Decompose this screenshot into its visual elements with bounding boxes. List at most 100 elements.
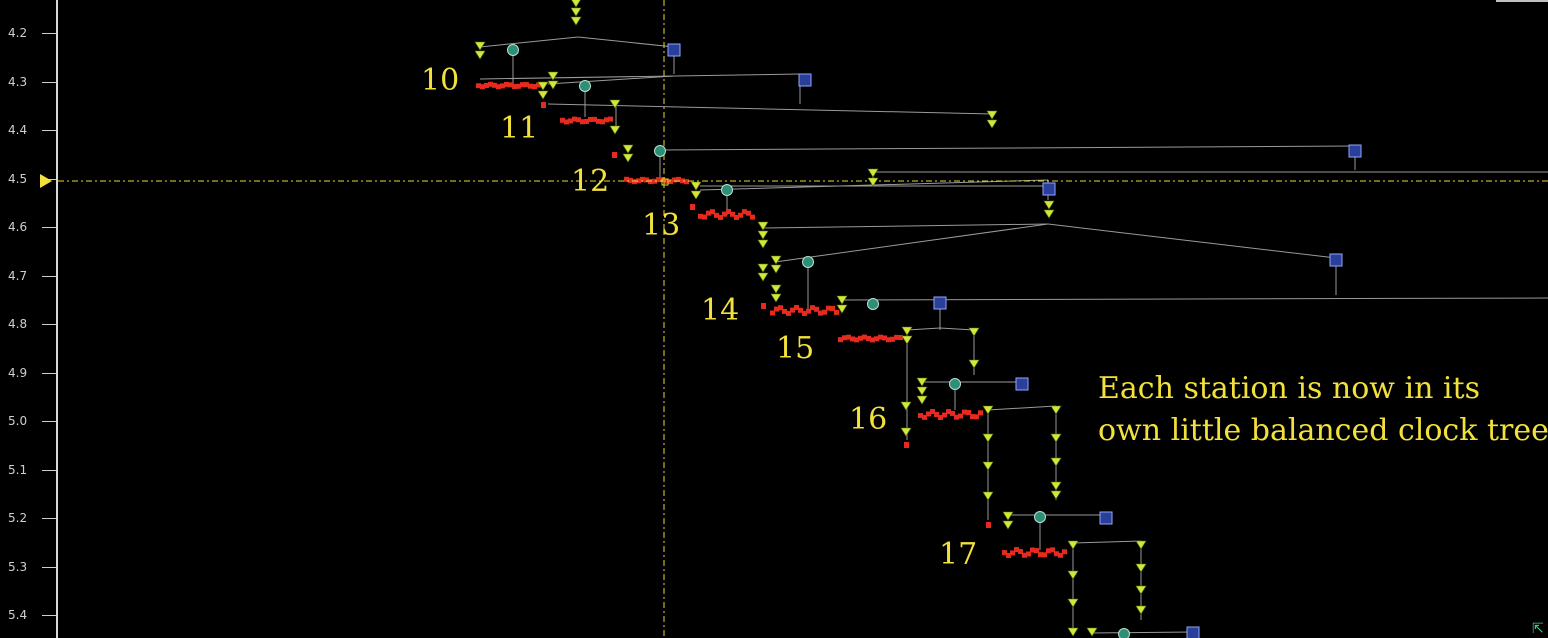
- flop-cell: [890, 336, 895, 342]
- cursor-origin-marker: [661, 178, 669, 186]
- flop-cell: [644, 177, 649, 183]
- clock-wire: [699, 179, 1049, 191]
- flop-cell: [500, 83, 505, 89]
- flop-cell: [504, 81, 509, 87]
- buffer-icon: [690, 181, 702, 191]
- buffer-icon: [1043, 200, 1055, 210]
- root-node-icon: [1118, 628, 1130, 638]
- top-scrollbar[interactable]: [1496, 0, 1548, 2]
- ruler-tick-mark: [42, 518, 56, 519]
- flop-cell: [672, 177, 677, 183]
- flop-cell: [576, 117, 581, 123]
- ruler-tick-label: 5.4: [8, 608, 28, 622]
- flop-cell: [930, 409, 935, 415]
- ruler-tick-label: 4.4: [8, 123, 28, 137]
- sink-block-icon: [1015, 377, 1029, 391]
- buffer-icon: [609, 125, 621, 135]
- flop-cell: [722, 211, 727, 217]
- triangle-right-icon[interactable]: [40, 174, 52, 188]
- flop-cell: [656, 177, 661, 183]
- buffer-icon: [537, 81, 549, 91]
- buffer-icon: [1067, 627, 1079, 637]
- annotation-line-1: Each station is now in its: [1098, 371, 1480, 406]
- flop-cell: [690, 204, 695, 210]
- flop-cell: [922, 414, 927, 420]
- root-node-icon: [579, 80, 591, 92]
- buffer-icon: [1002, 520, 1014, 530]
- ruler-tick-mark: [42, 566, 56, 568]
- annotation-line-2: own little balanced clock tree: [1098, 413, 1548, 448]
- flop-cell: [1050, 547, 1055, 553]
- flop-cell: [1054, 551, 1059, 557]
- clock-wire: [839, 297, 1548, 301]
- sink-block-icon: [1186, 626, 1200, 638]
- flop-cell: [714, 212, 719, 218]
- station-label-15: 15: [776, 331, 815, 366]
- flop-cell: [834, 309, 839, 315]
- flop-cell: [734, 214, 739, 220]
- flop-cell: [810, 305, 815, 311]
- clock-wire: [1047, 223, 1337, 259]
- resize-corner-icon[interactable]: ⇱: [1532, 621, 1544, 637]
- flop-cell: [761, 303, 766, 309]
- flop-cell: [1018, 549, 1023, 555]
- buffer-icon: [836, 304, 848, 314]
- ruler-tick-label: 4.8: [8, 317, 28, 331]
- buffer-icon: [900, 401, 912, 411]
- flop-cell: [822, 309, 827, 315]
- buffer-icon: [916, 377, 928, 387]
- buffer-icon: [1050, 457, 1062, 467]
- clock-wire: [479, 73, 801, 80]
- buffer-icon: [757, 221, 769, 231]
- flop-cell: [676, 176, 681, 182]
- flop-cell: [854, 337, 859, 343]
- clock-wire: [939, 327, 975, 331]
- root-node-icon: [507, 44, 519, 56]
- buffer-icon: [982, 405, 994, 415]
- flop-cell: [496, 84, 501, 90]
- buffer-icon: [986, 110, 998, 120]
- annotation-text: Each station is now in its own little ba…: [1098, 368, 1548, 452]
- flop-cell: [1030, 547, 1035, 553]
- flop-cell: [1002, 550, 1007, 556]
- flop-cell: [790, 307, 795, 313]
- flop-cell: [1042, 552, 1047, 558]
- buffer-icon: [1067, 598, 1079, 608]
- root-node-icon: [867, 298, 879, 310]
- clock-wire: [659, 145, 1356, 151]
- buffer-icon: [836, 295, 848, 305]
- ruler-tick-label: 5.0: [8, 414, 28, 428]
- ruler-tick-mark: [42, 227, 56, 228]
- buffer-icon: [757, 230, 769, 240]
- flop-cell: [516, 83, 521, 89]
- station-label-10: 10: [421, 63, 460, 98]
- buffer-icon: [474, 50, 486, 60]
- flop-cell: [652, 178, 657, 184]
- flop-cell: [1006, 552, 1011, 558]
- clock-wire: [547, 75, 675, 85]
- ruler-tick-label: 4.2: [8, 26, 28, 40]
- flop-cell: [978, 410, 983, 416]
- ruler-tick-mark: [42, 81, 56, 83]
- flop-cell: [1014, 547, 1019, 553]
- buffer-icon: [968, 327, 980, 337]
- flop-cell: [492, 82, 497, 88]
- flop-cell: [702, 214, 707, 220]
- flop-cell: [568, 118, 573, 124]
- buffer-icon: [770, 255, 782, 265]
- sink-block-icon: [1042, 182, 1056, 196]
- flop-cell: [560, 117, 565, 123]
- clock-wire: [479, 36, 579, 48]
- buffer-icon: [900, 427, 912, 437]
- flop-cell: [814, 306, 819, 312]
- flop-cell: [612, 152, 617, 158]
- flop-cell: [898, 335, 903, 341]
- ruler-tick-label: 4.9: [8, 365, 28, 380]
- flop-cell: [770, 310, 775, 316]
- station-label-12: 12: [571, 164, 610, 199]
- sink-block-icon: [1348, 144, 1362, 158]
- flop-cell: [1034, 548, 1039, 554]
- root-node-icon: [802, 256, 814, 268]
